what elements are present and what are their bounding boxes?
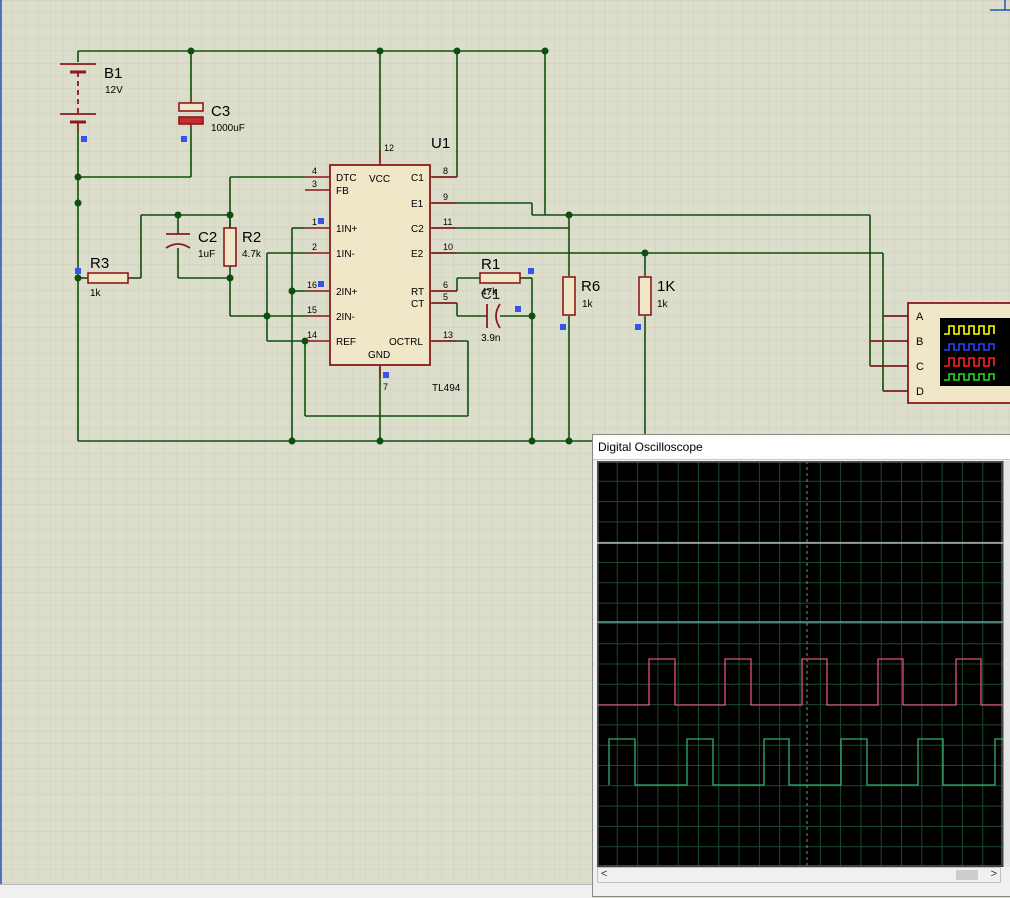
resistor-r1[interactable] [479,272,521,284]
battery-ref: B1 [104,65,122,82]
r6-ref: R6 [581,278,600,295]
c3-value: 1000uF [211,123,245,134]
r1-value: 47k [481,287,498,298]
pin-name: REF [336,337,356,348]
horizontal-scrollbar[interactable]: < > [597,867,1001,883]
c3-ref: C3 [211,103,230,120]
oscilloscope-display[interactable] [597,461,1003,867]
oscilloscope-title: Digital Oscilloscope [598,440,703,454]
pin-num: 5 [443,292,448,302]
u1-vcc-num: 12 [384,143,394,153]
scroll-left-button[interactable]: < [601,868,608,880]
capacitor-c3[interactable] [178,100,204,128]
battery-b1[interactable] [60,63,96,130]
resistor-r3[interactable] [87,272,129,284]
ic-u1[interactable] [305,150,457,378]
pin-name: 2IN+ [336,287,358,298]
u1-part: TL494 [432,383,461,394]
c1-value: 3.9n [481,333,500,344]
oscilloscope-titlebar[interactable]: Digital Oscilloscope [593,435,1010,460]
oscilloscope-instrument[interactable] [870,302,1010,404]
scope-input-d: D [916,386,924,398]
pin-num: 13 [443,330,453,340]
r-load-ref: 1K [657,278,675,295]
c2-value: 1uF [198,249,215,260]
pin-name: FB [336,186,349,197]
pin-num: 1 [312,217,317,227]
resistor-1k[interactable] [638,276,652,316]
r2-ref: R2 [242,229,261,246]
c2-ref: C2 [198,229,217,246]
pin-name: E1 [411,199,424,210]
u1-vcc-label: VCC [369,174,390,185]
pin-num: 9 [443,192,448,202]
scope-input-c: C [916,361,924,373]
status-bar [0,884,592,898]
scroll-right-button[interactable]: > [990,868,997,880]
trace-c [597,658,1003,706]
resistor-r2[interactable] [223,215,237,267]
pin-num: 8 [443,166,448,176]
capacitor-c2[interactable] [165,233,191,249]
pin-name: DTC [336,173,357,184]
pin-num: 3 [312,179,317,189]
r3-ref: R3 [90,255,109,272]
pin-num: 14 [307,330,317,340]
pin-name: C1 [411,173,424,184]
pin-name: CT [411,299,424,310]
pin-num: 11 [443,217,452,227]
u1-gnd-num: 7 [383,382,388,392]
u1-gnd-label: GND [368,350,390,361]
pin-name: 1IN- [336,249,355,260]
scope-input-a: A [916,311,924,323]
oscilloscope-controls-panel[interactable] [1003,461,1010,867]
pin-name: 2IN- [336,312,355,323]
trace-d [608,738,1003,786]
oscilloscope-window[interactable]: Digital Oscilloscope < > [592,434,1010,897]
r-load-value: 1k [657,299,669,310]
pin-num: 2 [312,242,317,252]
resistor-r6[interactable] [562,276,576,316]
pin-num: 10 [443,242,453,252]
r3-value: 1k [90,288,102,299]
pin-name: RT [411,287,424,298]
pin-num: 6 [443,280,448,290]
pin-num: 16 [307,280,317,290]
capacitor-c1[interactable] [486,303,501,329]
pin-num: 4 [312,166,317,176]
pin-name: 1IN+ [336,224,358,235]
pin-num: 15 [307,305,317,315]
pin-name: OCTRL [389,337,423,348]
r2-value: 4.7k [242,249,262,260]
pin-name: E2 [411,249,424,260]
scroll-thumb[interactable] [956,870,978,880]
c1-ref: C1 [481,286,500,303]
u1-ref: U1 [431,135,450,152]
scope-input-b: B [916,336,923,348]
r1-ref: R1 [481,256,500,273]
r6-value: 1k [582,299,594,310]
battery-value: 12V [105,85,123,96]
pin-name: C2 [411,224,424,235]
